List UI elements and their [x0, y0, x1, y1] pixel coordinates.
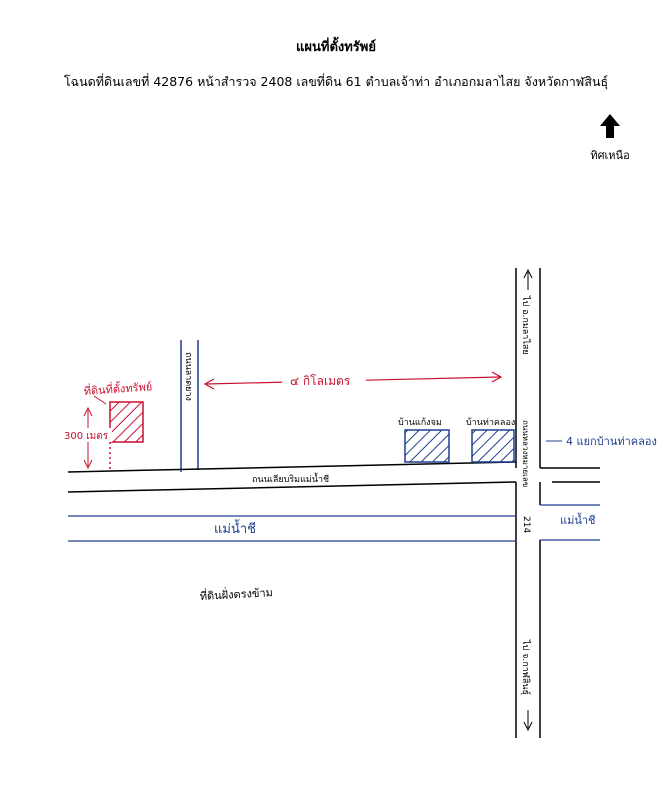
distance-arrow-head-right: [491, 371, 503, 383]
main-road-name: ถนนหลวงหมายเลข: [521, 420, 530, 487]
intersection-label: 4 แยกบ้านท่าคลอง: [566, 435, 657, 448]
river-label-east: แม่น้ำชี: [560, 512, 596, 527]
arrow-north-head: [523, 268, 533, 279]
parcel-depth-head-top: [83, 406, 93, 417]
arrow-south-head: [523, 721, 533, 732]
building-baan-kaeng-chom: [404, 429, 450, 463]
side-road-label: ถนนลาดยาง: [183, 352, 193, 401]
parcel-label: ที่ดินที่ตั้งทรัพย์: [83, 378, 152, 398]
property-parcel: [109, 401, 144, 443]
deed-description: โฉนดที่ดินเลขที่ 42876 หน้าสำรวจ 2408 เล…: [63, 74, 609, 89]
parcel-depth-head-bottom: [83, 459, 93, 470]
parcel-depth-label-bg: [62, 428, 112, 442]
main-road-south-label: ไป จ.กาฬสินธุ์: [520, 639, 532, 695]
north-indicator: ทิศเหนือ: [588, 112, 632, 164]
distance-arrow-head-left: [203, 378, 215, 390]
north-arrow-icon: [600, 114, 620, 138]
distance-label-bg: [282, 372, 366, 388]
bottom-note: ที่ดินฝั่งตรงข้าม: [199, 584, 273, 603]
building-1-label: บ้านแก้งจม: [398, 417, 442, 428]
building-baan-tha-khlong: [471, 429, 515, 463]
parcel-pointer: [93, 395, 107, 405]
river-road-label: ถนนเลียบริมแม่น้ำชี: [252, 472, 329, 485]
north-label: ทิศเหนือ: [590, 149, 630, 162]
route-number: 214: [521, 516, 531, 533]
river-label: แม่น้ำชี: [214, 519, 256, 537]
page-title: แผนที่ตั้งทรัพย์: [296, 40, 376, 55]
river-road-edge-top: [67, 461, 517, 473]
river-road-edge-bottom: [67, 481, 517, 493]
main-road-north-label: ไป อ.กมลาไสย: [520, 295, 531, 355]
parcel-depth-label: 300 เมตร: [64, 431, 109, 442]
building-2-label: บ้านท่าคลอง: [466, 417, 515, 428]
distance-label: ๔ กิโลเมตร: [290, 374, 351, 388]
